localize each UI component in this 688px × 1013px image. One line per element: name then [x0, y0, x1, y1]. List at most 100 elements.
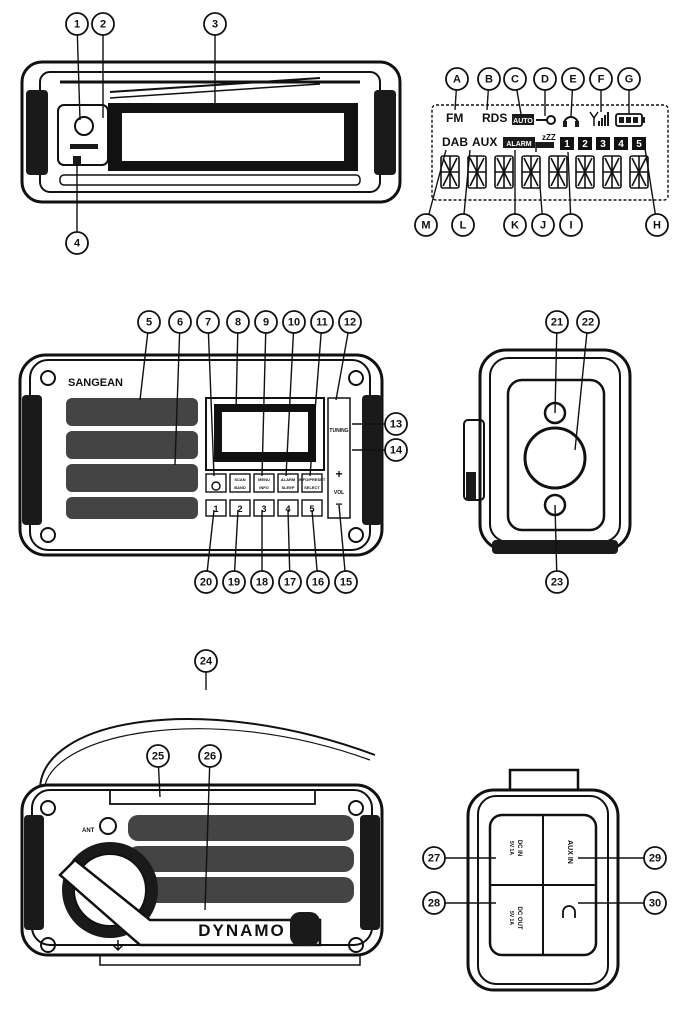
lcd-panel: FM RDS AUTO	[431, 104, 669, 201]
battery-icon	[615, 113, 645, 127]
svg-text:24: 24	[200, 656, 213, 668]
svg-text:30: 30	[649, 898, 661, 910]
vol-minus[interactable]: −	[335, 497, 342, 511]
svg-text:E: E	[569, 74, 576, 86]
function-button-sublabel: SLEEP	[281, 485, 294, 490]
callout-2: 2	[91, 12, 115, 36]
svg-text:17: 17	[284, 577, 296, 589]
light-slot	[70, 144, 98, 149]
svg-text:10: 10	[288, 317, 300, 329]
svg-text:1: 1	[74, 19, 80, 31]
callout-K: K	[503, 213, 527, 237]
svg-text:4: 4	[618, 139, 624, 150]
back-view: ANT DYNAMO	[20, 718, 384, 966]
callout-9: 9	[254, 310, 278, 334]
svg-text:G: G	[625, 74, 634, 86]
vol-label: VOL	[334, 490, 344, 496]
callout-10: 10	[282, 310, 306, 334]
callout-19: 19	[222, 570, 246, 594]
callout-21: 21	[545, 310, 569, 334]
svg-text:5: 5	[146, 317, 152, 329]
svg-text:19: 19	[228, 577, 240, 589]
callout-7: 7	[196, 310, 220, 334]
side-view	[463, 348, 632, 554]
callout-12: 12	[338, 310, 362, 334]
callout-17: 17	[278, 570, 302, 594]
lcd-preset-3: 3	[596, 137, 610, 150]
callout-20: 20	[194, 570, 218, 594]
speaker-grille	[66, 398, 198, 519]
svg-text:2: 2	[582, 139, 588, 150]
dynamo-label: DYNAMO	[198, 921, 286, 940]
function-button-3[interactable]: MENU INFO	[253, 473, 275, 493]
svg-text:K: K	[511, 220, 519, 232]
callout-3: 3	[203, 12, 227, 36]
antenna-socket[interactable]	[99, 817, 117, 835]
callout-D: D	[533, 67, 557, 91]
preset-button-label: 2	[237, 504, 242, 514]
lcd-digit	[602, 155, 622, 189]
power-icon	[211, 481, 221, 491]
svg-text:A: A	[453, 74, 461, 86]
svg-text:25: 25	[152, 751, 164, 763]
svg-text:7: 7	[205, 317, 211, 329]
callout-30: 30	[643, 891, 667, 915]
svg-text:22: 22	[582, 317, 594, 329]
power-knob[interactable]	[74, 116, 94, 136]
svg-text:3: 3	[600, 139, 606, 150]
function-button-sublabel: SELECT	[304, 485, 320, 490]
tuning-label: TUNING	[329, 428, 348, 434]
ant-label: ANT	[82, 828, 95, 834]
dc-in-label: DC IN	[516, 840, 522, 856]
front-view: SANGEAN TUNING + VOL − SCANBANDMENUINFOA…	[18, 353, 384, 557]
svg-text:H: H	[653, 220, 661, 232]
lcd-digit	[521, 155, 541, 189]
function-button-label: SCAN	[234, 477, 245, 482]
callout-5: 5	[137, 310, 161, 334]
svg-text:27: 27	[428, 853, 440, 865]
signal-strength-icon	[589, 111, 609, 126]
svg-text:5: 5	[636, 139, 642, 150]
function-button-1[interactable]	[205, 473, 227, 493]
callout-6: 6	[168, 310, 192, 334]
preset-button-1[interactable]: 1	[205, 499, 227, 517]
callout-F: F	[589, 67, 613, 91]
back-grille	[128, 815, 354, 903]
lcd-alarm: ALARM	[506, 141, 531, 148]
svg-text:3: 3	[212, 19, 218, 31]
callout-29: 29	[643, 846, 667, 870]
svg-text:D: D	[541, 74, 549, 86]
svg-text:4: 4	[74, 238, 81, 250]
lcd-sleep: zZZ	[542, 133, 556, 142]
callout-B: B	[477, 67, 501, 91]
function-button-sublabel: INFO	[259, 485, 269, 490]
lcd-auto: AUTO	[513, 118, 533, 125]
svg-text:6: 6	[177, 317, 183, 329]
lcd-fm: FM	[446, 111, 463, 125]
svg-text:J: J	[540, 220, 546, 232]
svg-text:2: 2	[100, 19, 106, 31]
svg-text:M: M	[421, 220, 430, 232]
callout-22: 22	[576, 310, 600, 334]
callout-I: I	[559, 213, 583, 237]
svg-text:F: F	[598, 74, 605, 86]
svg-text:L: L	[460, 220, 467, 232]
preset-button-3[interactable]: 3	[253, 499, 275, 517]
callout-27: 27	[422, 846, 446, 870]
side-dial[interactable]	[523, 426, 587, 490]
svg-text:28: 28	[428, 898, 440, 910]
svg-text:I: I	[569, 220, 572, 232]
callout-J: J	[531, 213, 555, 237]
dc-out-label: DC OUT	[516, 907, 522, 930]
svg-text:15: 15	[340, 577, 352, 589]
svg-text:20: 20	[200, 577, 212, 589]
preset-button-2[interactable]: 2	[229, 499, 251, 517]
preset-button-label: 4	[285, 504, 290, 514]
function-button-label: MENU	[258, 477, 270, 482]
dynamo-crank[interactable]	[58, 842, 322, 947]
vol-plus[interactable]: +	[335, 467, 342, 481]
callout-25: 25	[146, 744, 170, 768]
